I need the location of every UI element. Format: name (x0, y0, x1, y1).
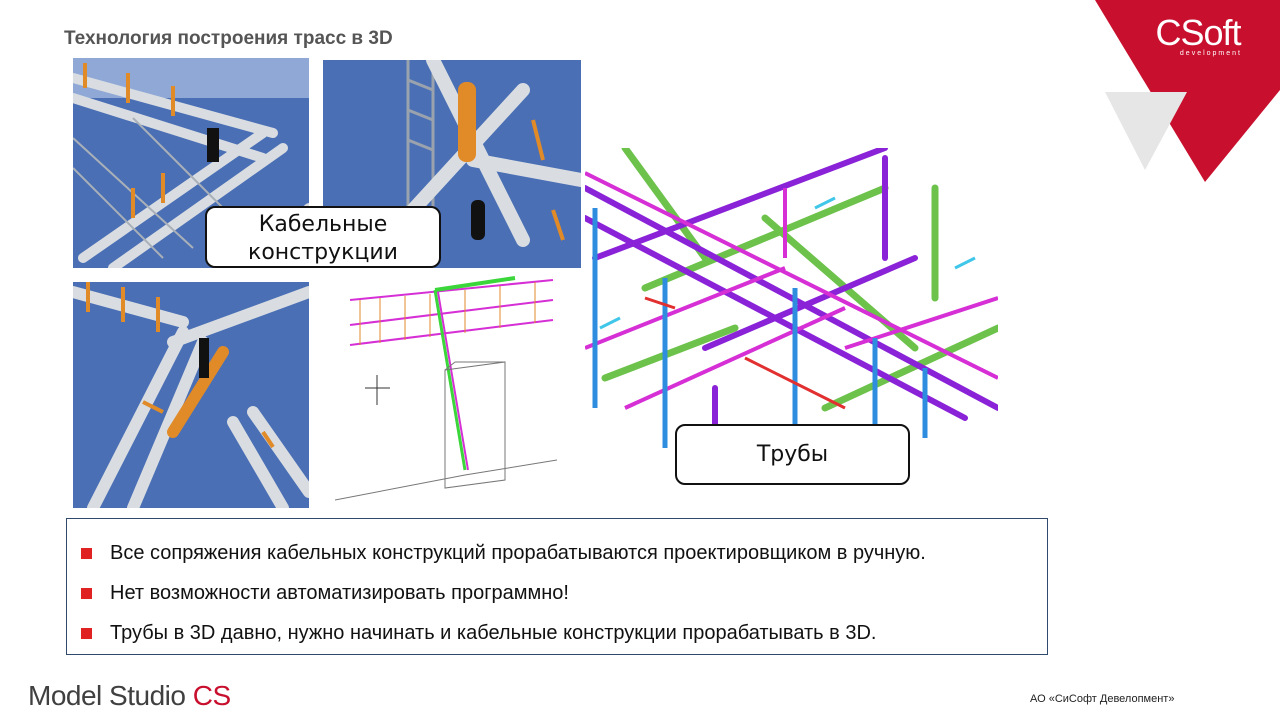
cable-callout-line-2: конструкции (248, 240, 398, 265)
pipes-render (585, 148, 998, 448)
bullet-item: Все сопряжения кабельных конструкций про… (81, 533, 1047, 573)
cable-callout-line-1: Кабельные (258, 212, 388, 237)
csoft-logo-icon (1095, 0, 1280, 182)
cable-route-schematic (335, 270, 557, 502)
red-square-icon (81, 627, 92, 639)
red-square-icon (81, 547, 92, 559)
company-name: АО «СиСофт Девелопмент» (1030, 693, 1175, 705)
pipes-callout: Трубы (675, 424, 910, 485)
bullet-text: Нет возможности автоматизировать програм… (110, 581, 569, 604)
bullet-text: Трубы в 3D давно, нужно начинать и кабел… (110, 621, 877, 644)
bullet-item: Трубы в 3D давно, нужно начинать и кабел… (81, 613, 1047, 653)
bullet-item: Нет возможности автоматизировать програм… (81, 573, 1047, 613)
logo-subtitle: development (1179, 50, 1242, 57)
slide-title: Технология построения трасс в 3D (64, 28, 393, 49)
brand-accent: CS (192, 680, 231, 711)
logo-name: CSoft (1155, 12, 1241, 53)
bullet-text: Все сопряжения кабельных конструкций про… (110, 541, 926, 564)
crosshair-icon (365, 375, 390, 405)
brand-main: Model Studio (28, 680, 193, 711)
red-square-icon (81, 587, 92, 599)
product-brand: Model Studio CS (28, 680, 231, 712)
cable-tray-render-3 (73, 282, 309, 508)
pipes-callout-label: Трубы (756, 442, 829, 467)
cable-structures-callout: Кабельные конструкции (205, 206, 441, 268)
bullet-list: Все сопряжения кабельных конструкций про… (66, 518, 1048, 655)
